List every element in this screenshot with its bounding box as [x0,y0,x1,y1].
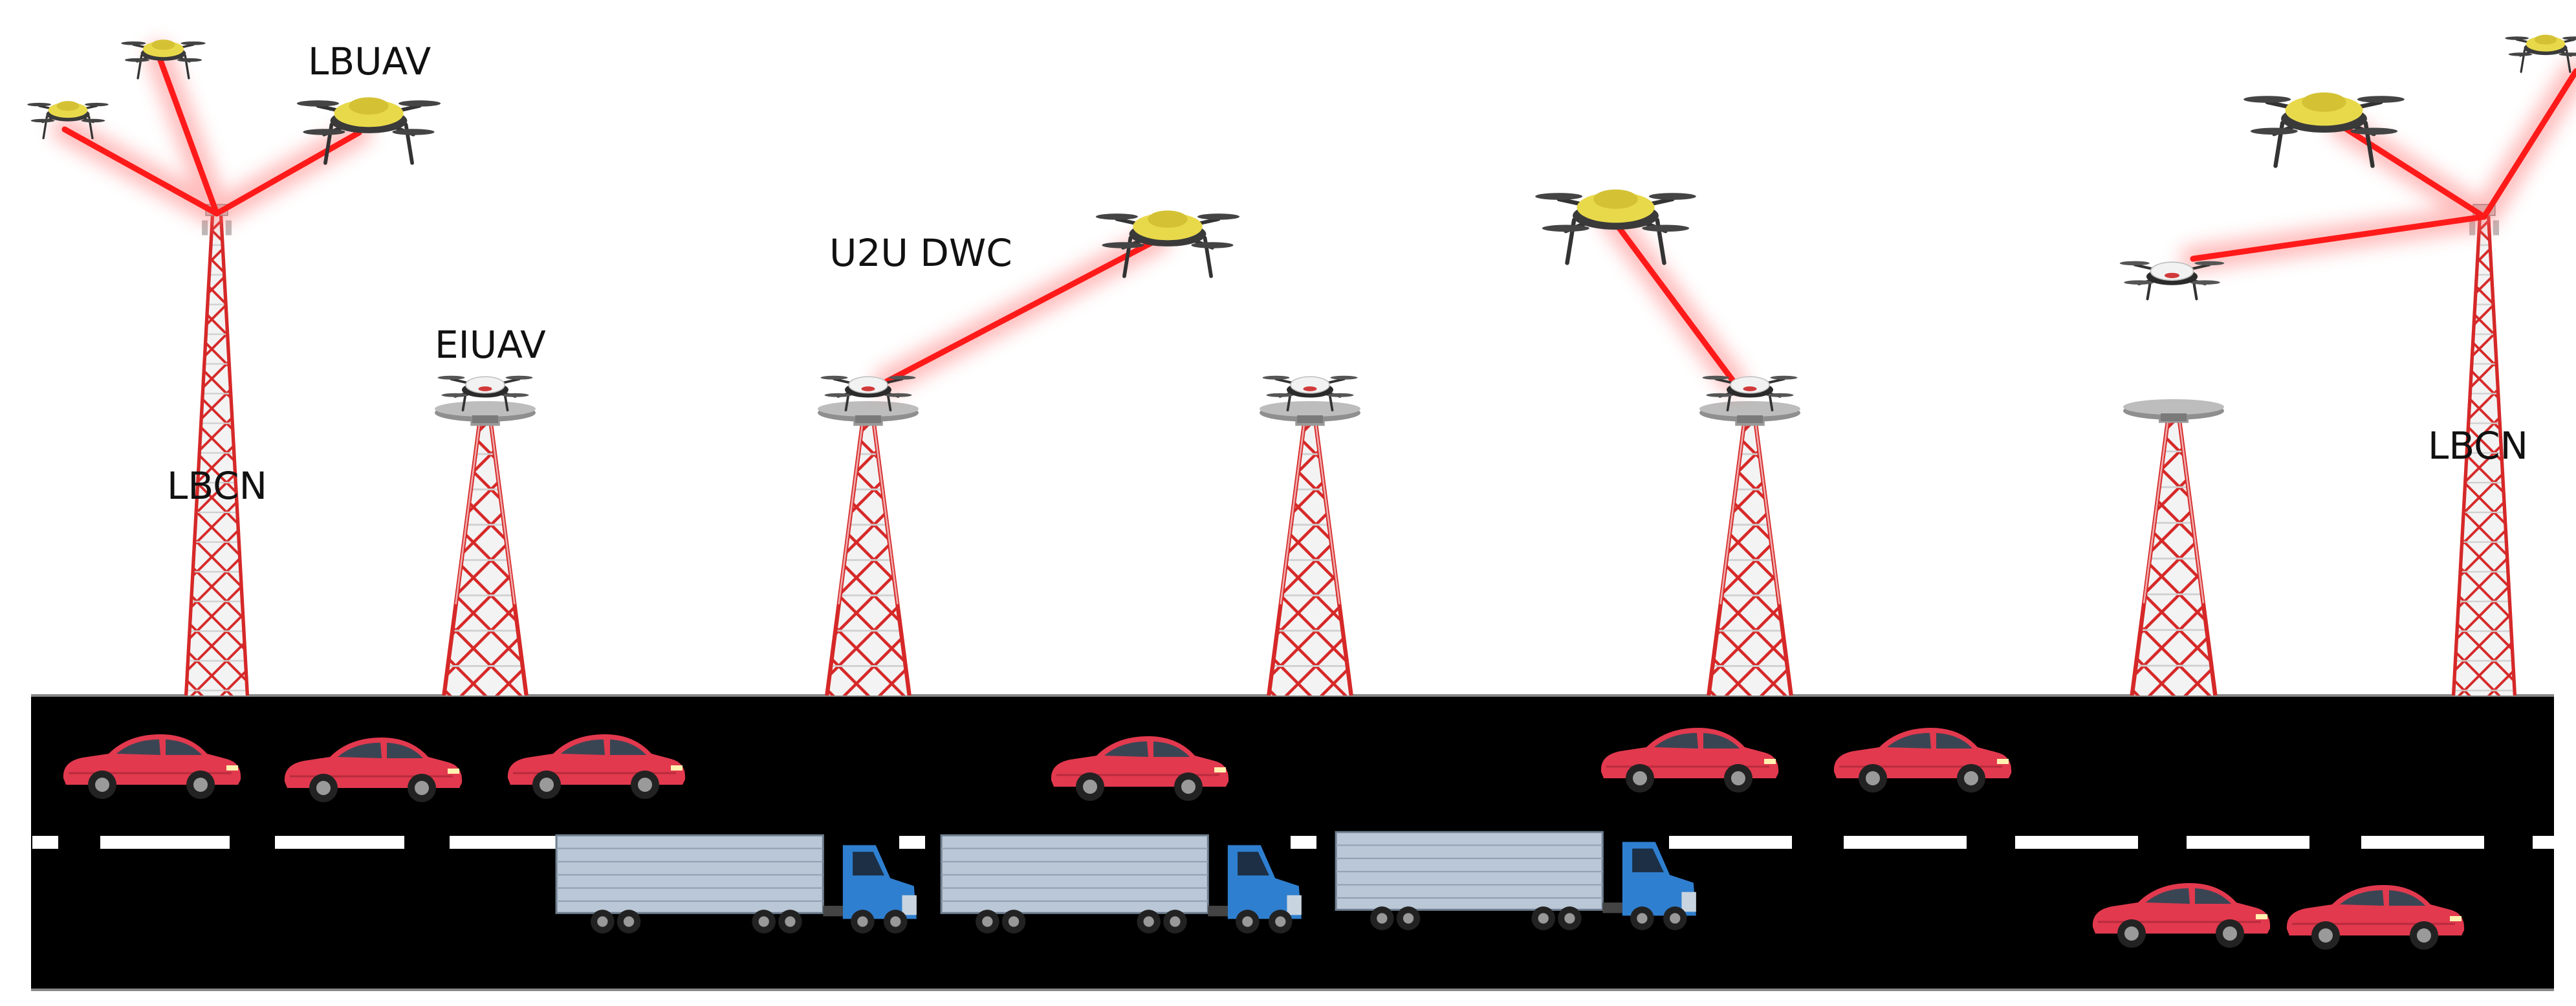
wireless-links [61,52,2576,385]
lbuav-label: LBUAV [308,39,431,83]
platform [435,401,536,423]
platform [2123,399,2224,421]
landing-platforms [435,399,2224,423]
platform [818,401,919,423]
u2u-dwc-link [883,236,1161,385]
eiuav-tower-4 [1708,417,1791,695]
lbcn-lbuav-link [213,129,362,217]
platform [1699,401,1800,423]
eiuav-tower-5 [2132,415,2216,695]
lbcn-lbuav-link [2481,68,2576,220]
lbcn-tower-left [186,204,248,695]
lbcn-label-left: LBCN [167,464,267,508]
lbcn-label-right: LBCN [2428,424,2528,468]
lbcn-lbuav-link [61,126,220,217]
lane-divider [32,836,2554,849]
eiuav-label: EIUAV [435,323,546,367]
eiuav-drones [437,261,2225,411]
lbcn-lbuav-link [155,52,220,217]
u2u-link [1608,213,1737,385]
highway [31,694,2554,991]
platform [1260,401,1360,423]
quadcopter-drone-icon [1535,190,1696,263]
eiuav-tower-2 [827,417,909,695]
lbcn-lbuav-link [2339,123,2487,220]
lbcn-eiuav-link [2190,213,2487,262]
u2u-dwc-label: U2U DWC [829,231,1012,275]
eiuav-tower-3 [1269,417,1351,695]
eiuav-tower-1 [444,417,526,695]
